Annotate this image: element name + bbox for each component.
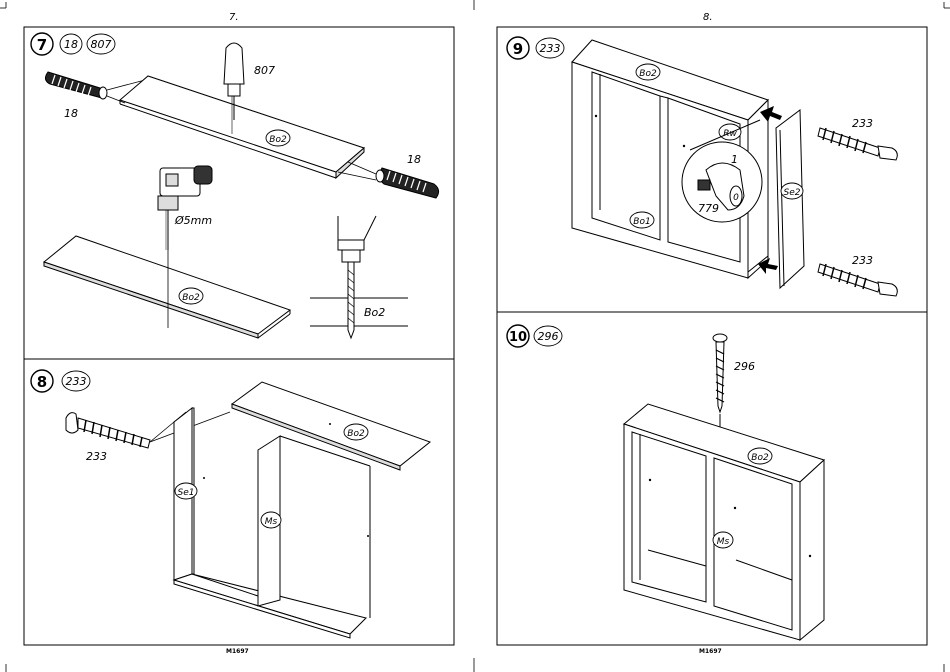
label-233: 233 [852, 117, 873, 130]
label-296: 296 [734, 360, 755, 373]
board-bo2-top [120, 76, 364, 178]
part-tag-bo2: Bo2 [347, 429, 365, 439]
drill-depth-detail [310, 216, 408, 338]
label-18: 18 [407, 153, 421, 166]
part-tag-ms: Ms [717, 537, 730, 547]
part-tag-bo1: Bo1 [633, 217, 650, 227]
part-label-bo2: Bo2 [364, 306, 385, 319]
label-807: 807 [254, 64, 275, 77]
label-0: 0 [733, 193, 739, 203]
connector-233-icon [818, 128, 897, 160]
label-233: 233 [86, 450, 107, 463]
part-badge: 296 [538, 330, 559, 343]
step-10-header: 10 296 [507, 325, 562, 347]
label-1: 1 [731, 153, 738, 166]
part-badge: 807 [91, 38, 112, 51]
part-tag-bo2: Bo2 [182, 293, 200, 303]
part-badge: 18 [64, 38, 78, 51]
part-badge: 233 [540, 42, 561, 55]
step-number: 8 [37, 373, 47, 391]
part-tag-bo2: Bo2 [269, 135, 287, 145]
carcass-step-10 [624, 404, 824, 640]
step-number: 10 [509, 330, 527, 345]
part-tag-se1: Se1 [178, 488, 195, 498]
label-18: 18 [64, 107, 78, 120]
step-number: 9 [513, 40, 523, 58]
part-tag-se2: Se2 [784, 188, 801, 198]
dowel-right-icon [376, 168, 439, 198]
step-number: 7 [37, 36, 47, 54]
connector-233-icon [66, 413, 150, 448]
connector-233-icon [818, 264, 897, 296]
part-tag-ms: Ms [265, 517, 278, 527]
dowel-left-icon [45, 72, 107, 99]
part-tag-bo2: Bo2 [751, 453, 769, 463]
step-9-header: 9 233 [507, 37, 564, 59]
drill-size-label: Ø5mm [174, 214, 212, 227]
board-bo2-lower [44, 236, 290, 338]
label-233: 233 [852, 254, 873, 267]
part-badge: 233 [66, 375, 87, 388]
part-tag-bo2: Bo2 [639, 69, 657, 79]
label-779: 779 [698, 202, 719, 215]
step-7-header: 7 18 807 [31, 33, 115, 55]
power-drill-icon [158, 166, 212, 250]
step-8-header: 8 233 [31, 370, 90, 392]
carcass-step-8 [174, 382, 430, 638]
